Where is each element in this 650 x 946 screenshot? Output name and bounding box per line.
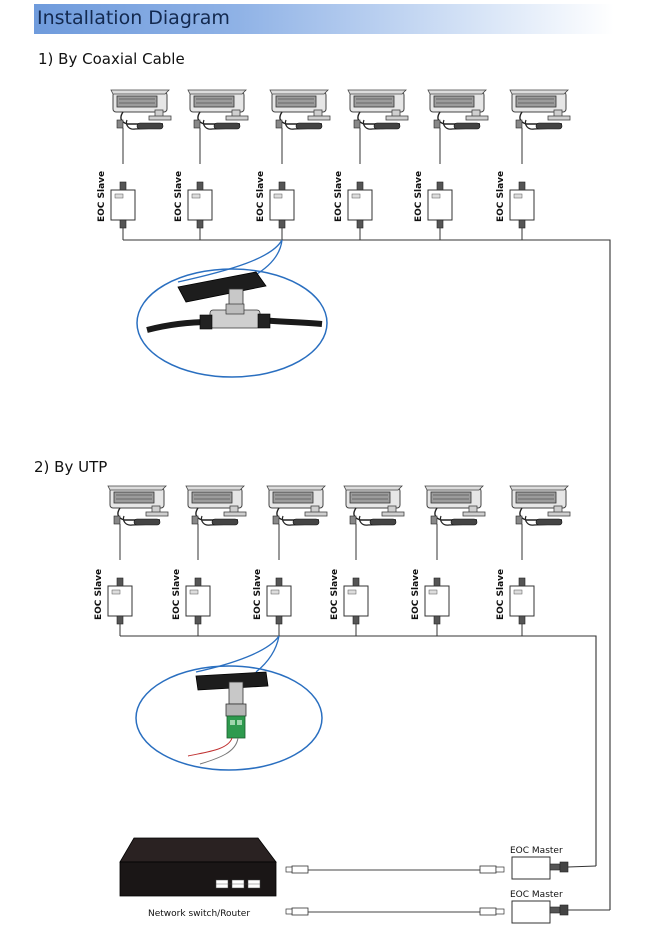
eoc-slave-icon — [509, 577, 535, 637]
zoom-detail-bnc-t — [136, 268, 328, 378]
master-label: EOC Master — [510, 890, 563, 900]
zoom-line — [195, 635, 280, 673]
camera-icon — [509, 485, 571, 561]
slave-label: EOC Slave — [172, 569, 182, 620]
eoc-master-icon — [511, 856, 597, 880]
rj45-plug-icon — [285, 865, 309, 874]
eoc-slave-icon — [107, 577, 133, 637]
camera-row-coaxial — [110, 89, 571, 165]
rj45-plug-icon — [479, 865, 505, 874]
camera-icon — [347, 89, 409, 165]
title-bar: Installation Diagram — [34, 4, 614, 34]
camera-icon — [509, 89, 571, 165]
eoc-slave-icon — [269, 181, 295, 241]
section-coaxial-label: 1) By Coaxial Cable — [38, 50, 185, 68]
eoc-slave-icon — [424, 577, 450, 637]
slave-label: EOC Slave — [496, 171, 506, 222]
section-utp-label: 2) By UTP — [34, 458, 108, 476]
eoc-master-icon — [511, 900, 610, 924]
switch-label: Network switch/Router — [148, 909, 250, 919]
camera-icon — [185, 485, 247, 561]
camera-icon — [187, 89, 249, 165]
slave-label: EOC Slave — [334, 171, 344, 222]
zoom-line — [255, 635, 280, 673]
eoc-slave-icon — [347, 181, 373, 241]
slave-label: EOC Slave — [94, 569, 104, 620]
zoom-line — [177, 239, 283, 283]
camera-icon — [110, 89, 172, 165]
slave-label: EOC Slave — [411, 569, 421, 620]
eoc-slave-icon — [343, 577, 369, 637]
camera-icon — [266, 485, 328, 561]
rj45-plug-icon — [479, 907, 505, 916]
eoc-slave-icon — [187, 181, 213, 241]
slave-label: EOC Slave — [330, 569, 340, 620]
eoc-slave-icon — [185, 577, 211, 637]
eoc-slave-icon — [509, 181, 535, 241]
slave-label: EOC Slave — [496, 569, 506, 620]
slave-label: EOC Slave — [414, 171, 424, 222]
page-title: Installation Diagram — [37, 7, 230, 29]
coax-bus-line — [123, 239, 611, 910]
camera-icon — [424, 485, 486, 561]
utp-balun-icon — [187, 671, 269, 765]
eoc-slave-icon — [266, 577, 292, 637]
eoc-slave-icon — [427, 181, 453, 241]
slave-label: EOC Slave — [253, 569, 263, 620]
slave-label: EOC Slave — [174, 171, 184, 222]
slave-labels-utp: EOC Slave EOC Slave EOC Slave EOC Slave … — [94, 569, 506, 620]
camera-icon — [343, 485, 405, 561]
slave-label: EOC Slave — [256, 171, 266, 222]
zoom-detail-utp-balun — [135, 665, 323, 771]
rj45-plug-icon — [285, 907, 309, 916]
camera-icon — [107, 485, 169, 561]
network-switch-icon — [119, 837, 277, 897]
slave-label: EOC Slave — [97, 171, 107, 222]
master-label: EOC Master — [510, 846, 563, 856]
camera-row-utp — [107, 485, 571, 561]
camera-icon — [269, 89, 331, 165]
camera-icon — [427, 89, 489, 165]
eoc-slave-icon — [110, 181, 136, 241]
slave-labels-coaxial: EOC Slave EOC Slave EOC Slave EOC Slave … — [97, 171, 506, 222]
bnc-t-connector-icon — [146, 271, 323, 333]
